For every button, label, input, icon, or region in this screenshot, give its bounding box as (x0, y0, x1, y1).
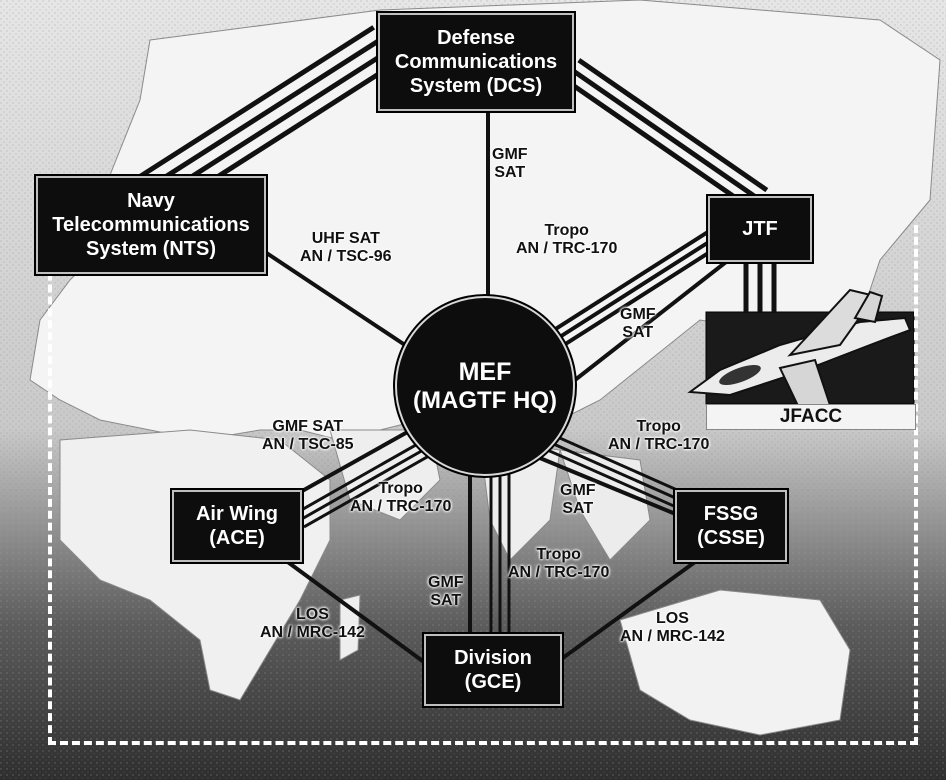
link-csse-gce (558, 560, 697, 662)
link-nts-mef (260, 248, 407, 347)
link-csse-mef-tropo-3 (542, 429, 684, 495)
link-csse-mef-tropo-2 (539, 436, 681, 502)
link-ace-mef-tropo-2 (299, 443, 433, 522)
node-jtf: JTF (708, 196, 812, 262)
link-ace-mef-tropo-1 (295, 436, 429, 515)
link-jtf-mef-gmf (573, 260, 728, 382)
link-dcs-jtf-2 (570, 67, 762, 203)
link-dcs-nts-3 (144, 36, 383, 192)
link-ace-mef-tropo-3 (303, 450, 437, 529)
fighter-jet-icon (687, 288, 912, 412)
link-ace-mef-gmf (294, 423, 421, 497)
node-gce: Division(GCE) (424, 634, 562, 706)
theater-boundary (48, 225, 918, 745)
link-jtf-mef-tropo-3 (549, 230, 709, 335)
node-mef: MEF(MAGTF HQ) (395, 296, 575, 476)
link-csse-mef-gmf (534, 454, 679, 517)
link-ace-gce (283, 558, 430, 667)
link-dcs-jtf-1 (577, 58, 769, 193)
link-dcs-jtf-3 (563, 77, 755, 212)
landmass-australia (619, 589, 851, 736)
link-csse-mef-tropo-1 (536, 443, 678, 509)
link-jtf-mef-tropo-1 (558, 245, 718, 350)
node-ace: Air Wing(ACE) (172, 490, 302, 562)
link-jtf-mef-tropo-2 (553, 238, 714, 342)
link-dcs-nts-4 (137, 25, 376, 180)
node-csse: FSSG(CSSE) (675, 490, 787, 562)
link-dcs-nts-2 (152, 48, 391, 204)
node-jfacc-label: JFACC (706, 404, 916, 430)
